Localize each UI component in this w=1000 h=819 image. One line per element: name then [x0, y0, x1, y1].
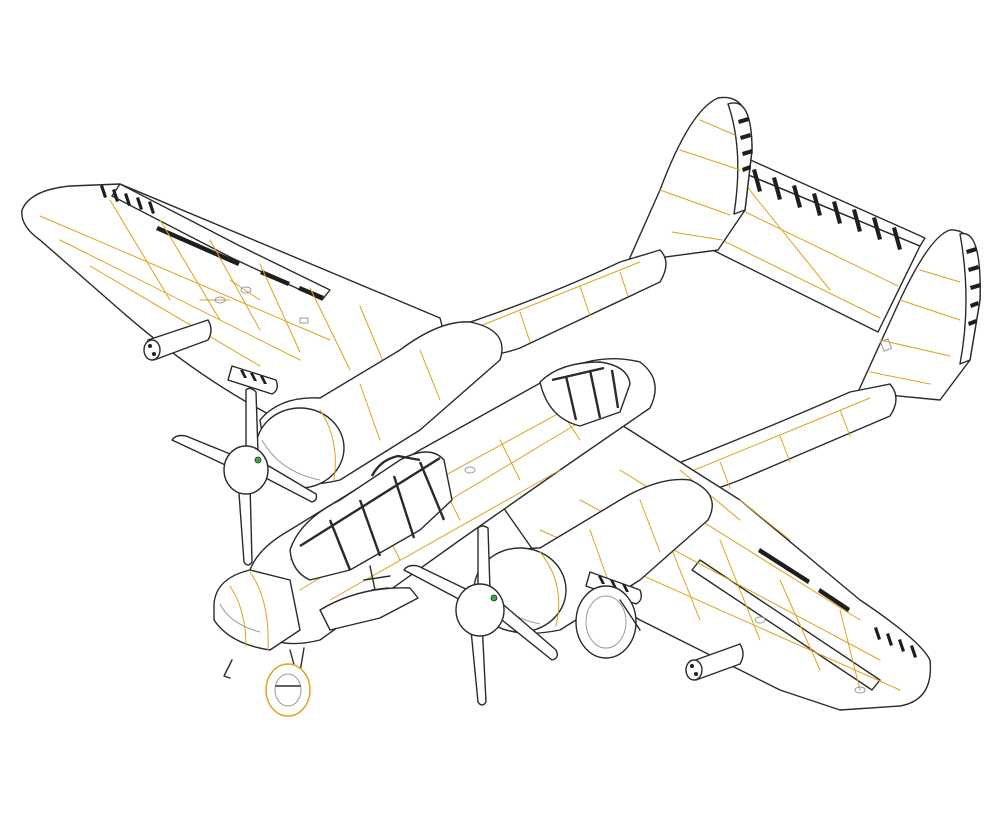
fuselage-body [249, 358, 656, 645]
right-spinner [455, 583, 505, 637]
nose-radome [213, 569, 301, 651]
tail-assembly [627, 96, 981, 401]
left-spinner [223, 445, 269, 495]
left-wing [21, 183, 451, 421]
belly-fairing [319, 587, 419, 631]
left-exhaust [227, 365, 279, 395]
right-wing [469, 423, 932, 711]
left-wing-surface [21, 183, 451, 421]
left-rudder [727, 102, 753, 215]
left-wing-gun-pod [143, 319, 212, 361]
right-propeller [403, 525, 559, 706]
rear-canopy [539, 361, 631, 427]
main-canopy [289, 451, 453, 581]
tail-booms [439, 249, 897, 501]
right-aileron [691, 559, 881, 691]
nose-landing-gear [223, 647, 311, 717]
right-main-gear [575, 585, 641, 659]
left-propeller [171, 387, 318, 566]
right-wing-gun-pod [685, 643, 744, 681]
